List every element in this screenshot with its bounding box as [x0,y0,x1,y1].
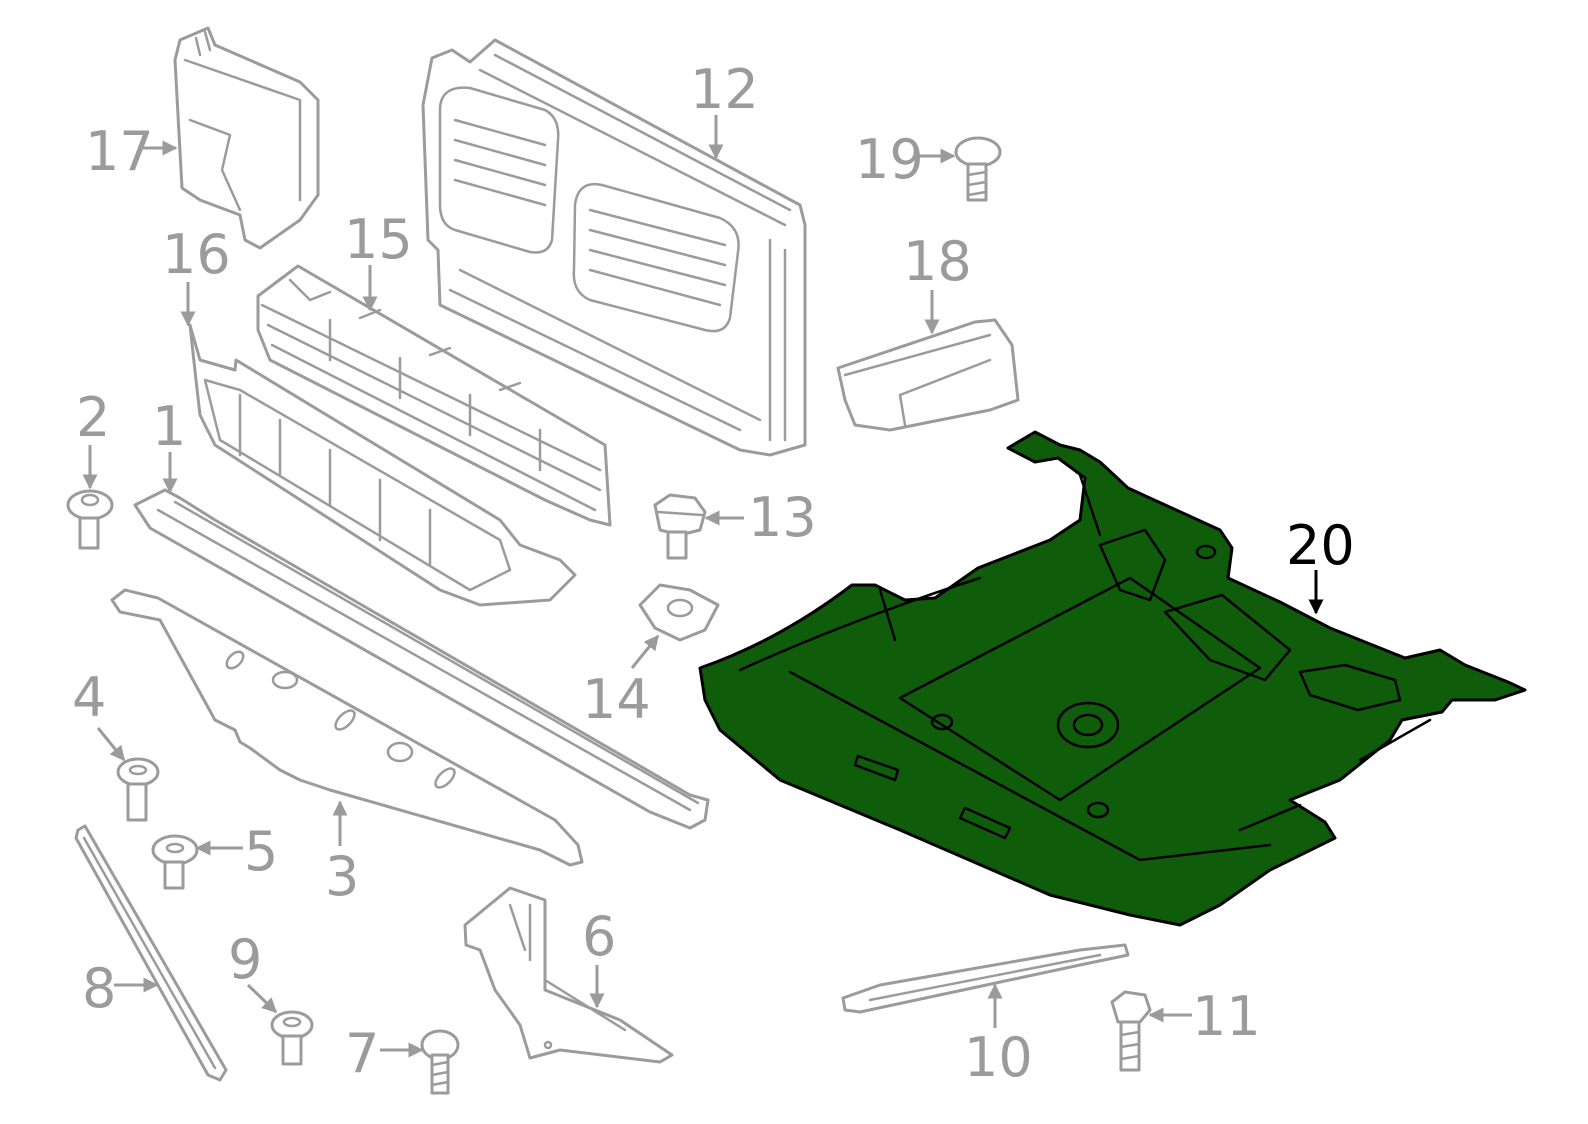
callout-17: 17 [85,120,154,183]
part-20-underbody-shield[interactable] [698,430,1527,927]
part-7-bolt[interactable] [420,1029,460,1095]
part-2-clip[interactable] [66,489,114,550]
part-16-grille-insert[interactable] [188,323,577,607]
callout-1: 1 [152,395,186,458]
callout-16: 16 [162,223,231,286]
callout-20: 20 [1286,514,1355,577]
part-20-shape [698,430,1527,927]
leader-14 [630,634,660,669]
callout-6: 6 [582,905,616,968]
callout-12: 12 [690,58,759,121]
callout-3: 3 [325,845,359,908]
part-15-air-shutter[interactable] [256,264,612,527]
part-9-screw[interactable] [270,1010,314,1066]
part-11-bolt[interactable] [1110,990,1152,1072]
callout-15: 15 [344,208,413,271]
callout-4: 4 [72,666,106,729]
part-10-strut[interactable] [841,943,1130,1014]
callout-5: 5 [244,820,278,883]
callout-labels: 17 12 19 18 16 15 2 1 13 14 4 5 3 6 8 9 … [72,58,1355,1089]
callout-11: 11 [1192,985,1261,1048]
part-8-strut[interactable] [74,824,228,1082]
part-3-lower-panel[interactable] [110,588,584,867]
callout-13: 13 [748,486,817,549]
part-14-clip-nut[interactable] [638,583,720,642]
part-1-bumper-carrier[interactable] [133,488,710,830]
part-5-screw[interactable] [151,834,199,890]
callout-8: 8 [82,957,116,1020]
part-18-duct[interactable] [836,318,1020,432]
callout-19: 19 [855,128,924,191]
callout-7: 7 [345,1022,379,1085]
part-6-bracket[interactable] [463,886,674,1064]
part-12-grille-frame[interactable] [421,38,807,457]
callout-14: 14 [582,668,651,731]
leader-lines [82,115,1324,1058]
leader-9 [246,983,278,1014]
part-19-bolt[interactable] [954,136,1002,202]
callout-2: 2 [76,386,110,449]
callout-18: 18 [903,230,972,293]
leader-4 [96,727,126,762]
part-4-rivet[interactable] [116,757,160,822]
part-17-air-duct[interactable] [173,26,320,250]
part-13-nut[interactable] [653,493,707,560]
callout-9: 9 [228,928,262,991]
callout-10: 10 [964,1026,1033,1089]
